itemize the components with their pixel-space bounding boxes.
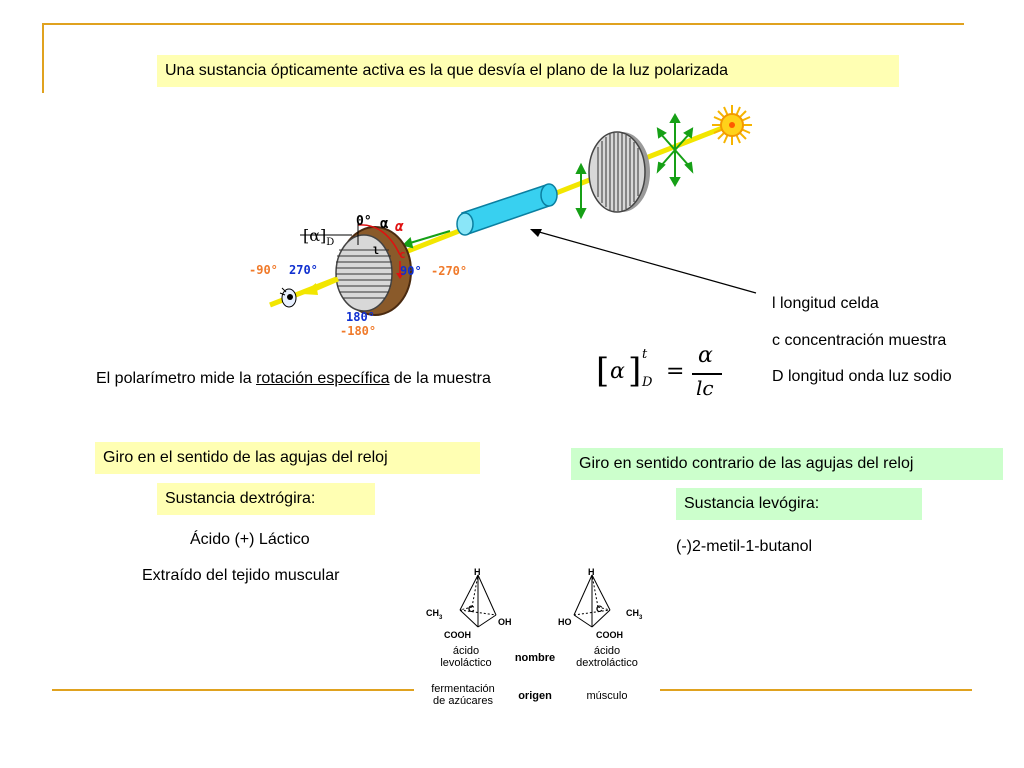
label-270: 270° [289, 263, 318, 277]
legend-l: l longitud celda [772, 295, 879, 312]
sun-icon [712, 105, 752, 145]
nombre-label: nombre [514, 652, 556, 664]
levorotatory-heading: Sustancia levógira: [676, 488, 922, 520]
output-arrow-head [302, 283, 318, 295]
label-c: c [399, 248, 406, 261]
left-rule [42, 23, 44, 93]
alpha-d-label: [α]D [303, 226, 335, 249]
label-alpha-black: α [380, 216, 389, 232]
page-title: Una sustancia ópticamente activa es la q… [157, 55, 899, 87]
analyzer-disk [300, 221, 412, 316]
right-ch3: CH3 [626, 608, 643, 621]
label-alpha-red: α [395, 219, 404, 235]
right-line1: (-)2-metil-1-butanol [676, 538, 813, 555]
specific-rotation-link: rotación específica [256, 370, 390, 387]
left-c: C [468, 604, 475, 614]
label-90: 90° [400, 264, 422, 278]
legend-d: D longitud onda luz sodio [772, 368, 952, 385]
left-tetrahedron [459, 574, 497, 628]
label-neg180: -180° [340, 324, 377, 338]
right-c: C [596, 604, 603, 614]
right-name: ácido dextroláctico [576, 645, 638, 669]
counterclockwise-heading: Giro en sentido contrario de las agujas … [571, 448, 1003, 480]
bottom-rule-left [52, 689, 414, 691]
label-l: l [373, 246, 380, 257]
clockwise-heading: Giro en el sentido de las agujas del rel… [95, 442, 480, 474]
right-origin: músculo [586, 690, 628, 702]
left-h: H [474, 567, 481, 577]
pointer-line [531, 229, 757, 294]
sample-tube [456, 183, 558, 236]
dextrorotatory-heading: Sustancia dextrógira: [157, 483, 375, 515]
left-name: ácido levoláctico [440, 645, 492, 669]
right-ho: HO [558, 617, 572, 627]
unpolarized-light-arrows [656, 112, 694, 188]
lactic-acid-molecules [459, 574, 611, 628]
left-line2: Extraído del tejido muscular [142, 567, 340, 584]
left-origin: fermentación de azúcares [431, 683, 495, 707]
polarized-light-arrow [575, 162, 587, 220]
polarizer-disk [588, 131, 650, 213]
origen-label: origen [518, 690, 552, 702]
label-neg90: -90° [249, 263, 278, 277]
bottom-rule-right [660, 689, 972, 691]
left-line1: Ácido (+) Láctico [190, 531, 310, 548]
polarimetro-sentence: El polarímetro mide la rotación específi… [96, 370, 491, 387]
label-0-deg: 0° [356, 214, 372, 229]
right-cooh: COOH [596, 630, 623, 640]
right-tetrahedron [573, 574, 611, 628]
specific-rotation-formula: [ α ] t D = α lc [596, 343, 736, 405]
right-h: H [588, 567, 595, 577]
page-title-text: Una sustancia ópticamente activa es la q… [165, 62, 729, 79]
polarimeter-diagram [269, 105, 757, 316]
eye-icon [279, 287, 297, 308]
label-180: 180° [346, 310, 375, 324]
top-rule [42, 23, 964, 25]
left-oh: OH [498, 617, 512, 627]
legend-c: c concentración muestra [772, 332, 947, 349]
left-cooh: COOH [444, 630, 471, 640]
left-ch3: CH3 [426, 608, 443, 621]
label-neg270: -270° [431, 264, 468, 278]
